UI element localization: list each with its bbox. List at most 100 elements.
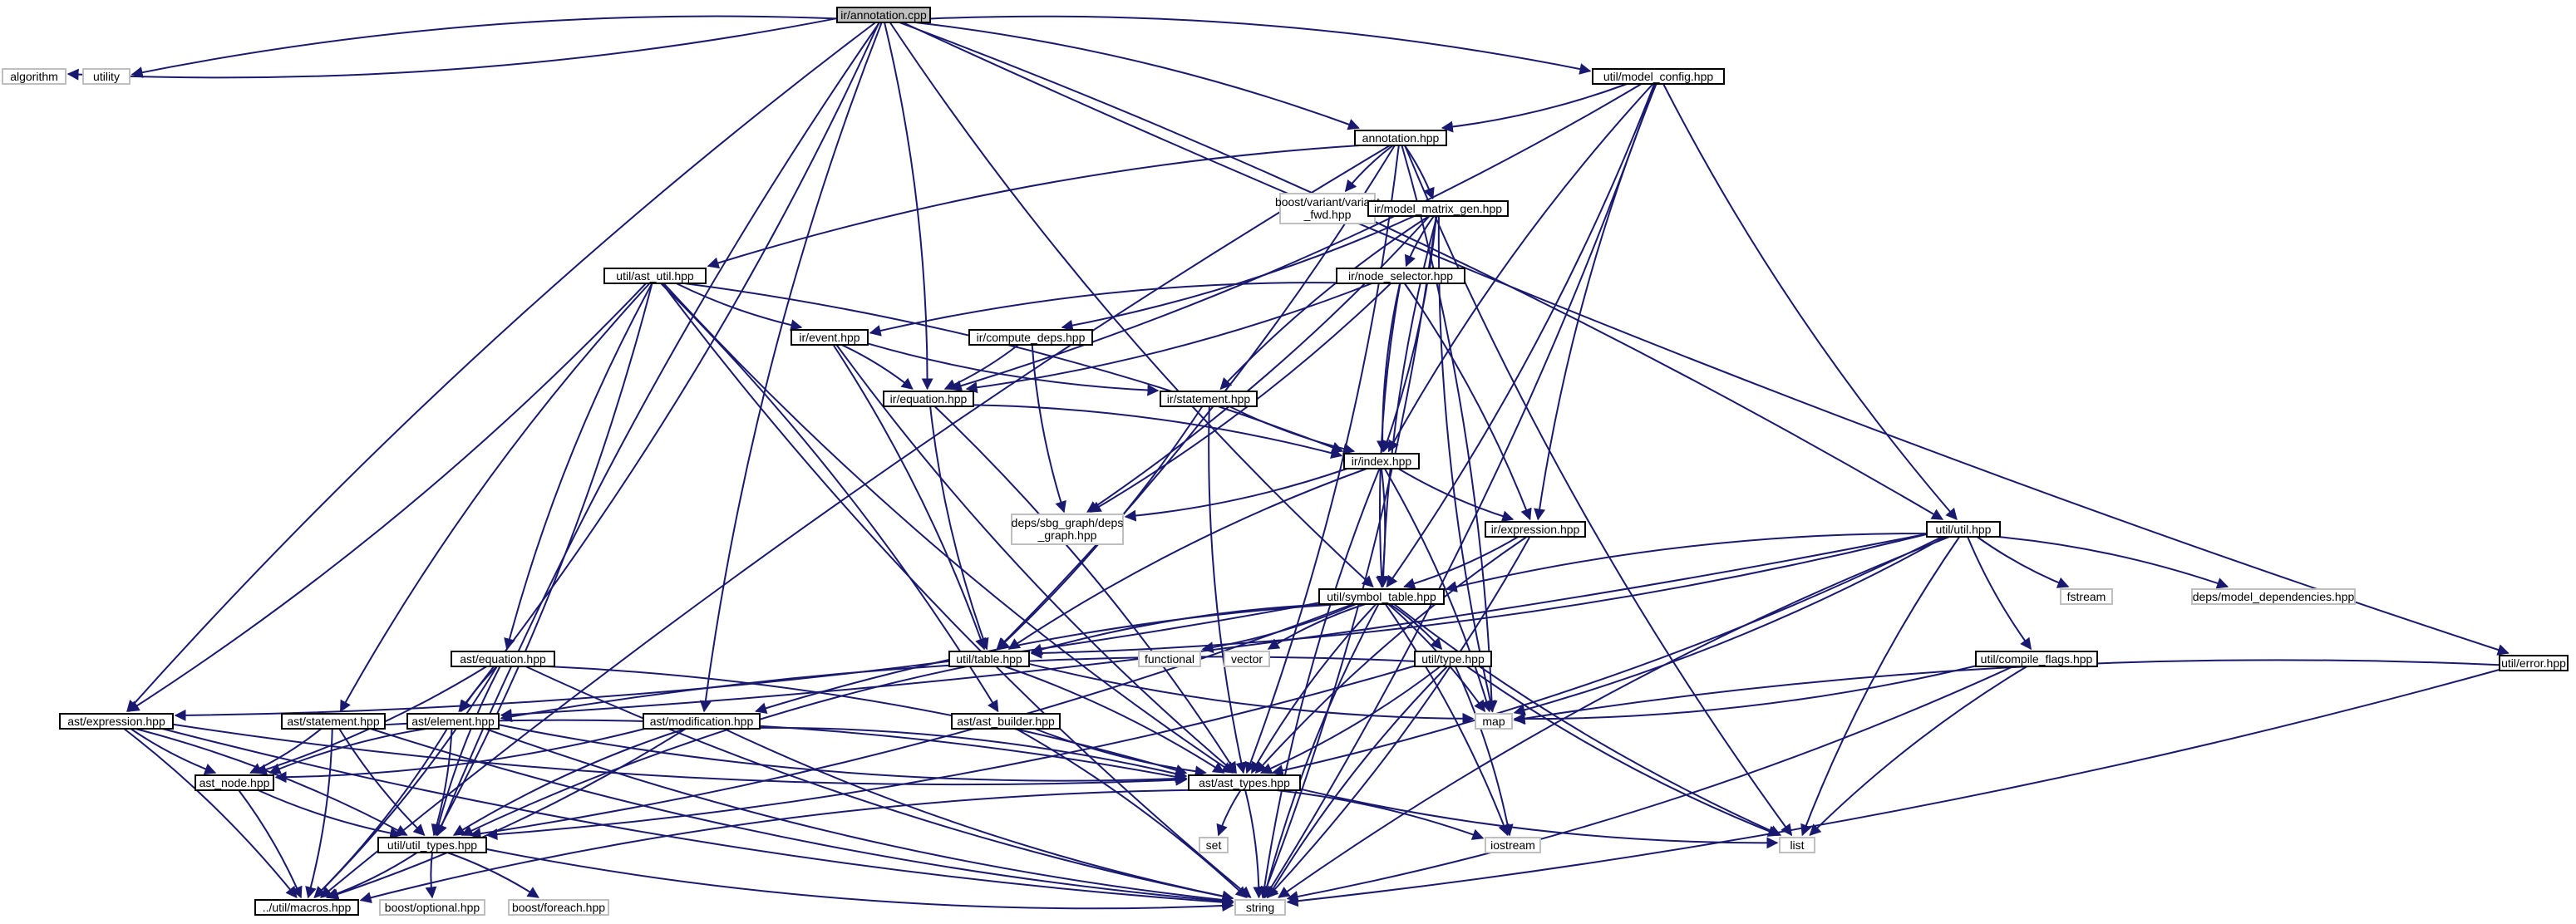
edge-expression_ir-to-string xyxy=(1266,536,1531,899)
edge-util_util-to-fstream xyxy=(1976,536,2070,588)
node-util-type-hpp[interactable]: util/type.hpp xyxy=(1414,651,1492,667)
node-box xyxy=(1414,651,1492,667)
node-util-model-config-hpp[interactable]: util/model_config.hpp xyxy=(1592,68,1725,85)
node-ast-equation-hpp[interactable]: ast/equation.hpp xyxy=(451,651,555,667)
node-label: util/util.hpp xyxy=(1936,523,1992,536)
node-ir-compute-deps-hpp[interactable]: ir/compute_deps.hpp xyxy=(968,329,1093,346)
node-boost-foreach-hpp: boost/foreach.hpp xyxy=(508,899,609,916)
edge-ast_modification-to-string xyxy=(723,728,1234,902)
node-label: boost/variant/variant_fwd.hpp xyxy=(1275,195,1380,221)
node-ast-ast-types-hpp[interactable]: ast/ast_types.hpp xyxy=(1188,774,1301,791)
node-ast-ast-builder-hpp[interactable]: ast/ast_builder.hpp xyxy=(951,713,1061,730)
edge-symbol_table-to-ast_modification xyxy=(755,603,1341,714)
edge-ast_element-to-util_types xyxy=(431,728,453,837)
node-label: ast/modification.hpp xyxy=(650,715,754,728)
node-label: algorithm xyxy=(10,70,58,83)
edge-annotation_hpp-to-ast_util xyxy=(707,145,1361,269)
edge-util_util-to-ast_element xyxy=(500,533,1928,720)
edge-ast_expression-to-ast_types xyxy=(172,723,1188,786)
node-algorithm: algorithm xyxy=(2,68,66,85)
node-box xyxy=(2,68,66,85)
edge-type-to-ast_types xyxy=(1259,666,1441,774)
edge-ast_statement-to-util_types xyxy=(338,728,426,836)
node-box xyxy=(1318,588,1445,605)
edge-type-to-util_types xyxy=(485,665,1416,841)
edge-ast_statement-to-string xyxy=(370,728,1234,907)
edge-ast_equation-to-ast_element xyxy=(460,666,498,713)
edge-ast_util-to-ast_types xyxy=(662,283,1234,774)
edge-root-to-annotation_hpp xyxy=(914,22,1360,130)
node-ir-expression-hpp[interactable]: ir/expression.hpp xyxy=(1485,521,1586,538)
node-label: util/compile_flags.hpp xyxy=(1981,652,2093,666)
node-ir-equation-hpp[interactable]: ir/equation.hpp xyxy=(883,391,974,407)
node-ast-node-hpp[interactable]: ast_node.hpp xyxy=(195,774,274,791)
node-util-ast-util-hpp[interactable]: util/ast_util.hpp xyxy=(603,268,707,284)
edge-table-to-map xyxy=(1028,662,1475,725)
node-box xyxy=(1234,899,1286,916)
node-ir-index-hpp[interactable]: ir/index.hpp xyxy=(1343,453,1420,469)
node-deps-model-dependencies-hpp: deps/model_dependencies.hpp xyxy=(2191,588,2356,605)
edge-ast_expression-to-macros xyxy=(123,728,298,899)
edge-symbol_table-to-iostream xyxy=(1384,603,1510,837)
node-ast-element-hpp[interactable]: ast/element.hpp xyxy=(406,713,500,730)
node-box xyxy=(1279,193,1376,224)
node-util-macros-hpp[interactable]: ../util/macros.hpp xyxy=(254,899,359,916)
node-box xyxy=(1354,130,1447,146)
edge-root-to-error xyxy=(902,22,2510,656)
edge-ast_expression-to-string xyxy=(162,728,1234,908)
node-ast-statement-hpp[interactable]: ast/statement.hpp xyxy=(281,713,386,730)
edge-ast_expression-to-ast_node xyxy=(130,728,217,775)
node-boost-variant-variant-fwd-hpp: boost/variant/variant_fwd.hpp xyxy=(1275,193,1380,224)
node-box xyxy=(1475,713,1513,730)
node-ir-model-matrix-gen-hpp[interactable]: ir/model_matrix_gen.hpp xyxy=(1367,200,1509,217)
node-string: string xyxy=(1234,899,1286,916)
edge-root-to-utility xyxy=(131,15,838,78)
node-util-symbol-table-hpp[interactable]: util/symbol_table.hpp xyxy=(1318,588,1445,605)
node-ir-node-selector-hpp[interactable]: ir/node_selector.hpp xyxy=(1336,268,1465,284)
node-label: annotation.hpp xyxy=(1362,131,1440,145)
edge-table-to-util_types xyxy=(461,666,968,836)
edge-symbol_table-to-util_types xyxy=(469,603,1353,840)
edge-ast_element-to-ast_node xyxy=(268,728,427,774)
node-label: utility xyxy=(93,70,120,83)
node-label: ir/expression.hpp xyxy=(1491,523,1580,536)
node-label: deps/sbg_graph/deps_graph.hpp xyxy=(1012,516,1124,542)
edge-symbol_table-to-type xyxy=(1389,603,1443,651)
edge-util_util-to-string xyxy=(1278,536,1950,898)
node-box xyxy=(1224,651,1270,667)
node-annotation-hpp[interactable]: annotation.hpp xyxy=(1354,130,1447,146)
node-ast-modification-hpp[interactable]: ast/modification.hpp xyxy=(643,713,761,730)
node-util-compile-flags-hpp[interactable]: util/compile_flags.hpp xyxy=(1975,651,2098,667)
node-util-util-types-hpp[interactable]: util/util_types.hpp xyxy=(377,837,487,853)
edge-type-to-string xyxy=(1267,666,1448,899)
node-util-table-hpp[interactable]: util/table.hpp xyxy=(948,651,1030,667)
edge-ast_modification-to-ast_node xyxy=(274,728,645,784)
node-box xyxy=(1188,774,1301,791)
node-box xyxy=(1485,837,1541,853)
node-box xyxy=(1336,268,1465,284)
node-label: util/model_config.hpp xyxy=(1603,70,1714,83)
node-ir-statement-hpp[interactable]: ir/statement.hpp xyxy=(1160,391,1258,407)
edge-statement_ir-to-ast_types xyxy=(1208,405,1248,774)
node-fstream: fstream xyxy=(2060,588,2113,605)
edge-util_types-to-optional xyxy=(425,852,437,899)
edge-ast_modification-to-macros xyxy=(327,728,687,900)
node-box xyxy=(2191,588,2356,605)
edge-model_matrix_gen-to-node_selector xyxy=(1404,215,1435,268)
node-label: util/ast_util.hpp xyxy=(616,269,694,283)
edge-model_matrix_gen-to-string xyxy=(1261,215,1437,899)
node-ir-annotation-cpp[interactable]: ir/annotation.cpp xyxy=(836,7,931,23)
edge-model_config-to-index xyxy=(1387,83,1654,453)
node-util-error-hpp[interactable]: util/error.hpp xyxy=(2499,655,2569,671)
edge-index-to-table xyxy=(1007,468,1367,650)
edge-index-to-deps_graph xyxy=(1124,468,1347,522)
edge-ast_element-to-ast_types xyxy=(498,724,1188,785)
node-ast-expression-hpp[interactable]: ast/expression.hpp xyxy=(59,713,174,730)
edge-ast_types-to-iostream xyxy=(1276,789,1485,840)
node-label: ir/index.hpp xyxy=(1352,455,1412,468)
node-ir-event-hpp[interactable]: ir/event.hpp xyxy=(791,329,869,346)
node-label: ir/equation.hpp xyxy=(890,392,968,405)
edge-node_selector-to-expression_ir xyxy=(1403,283,1532,521)
node-box xyxy=(791,329,869,346)
node-util-util-hpp[interactable]: util/util.hpp xyxy=(1926,521,2001,538)
